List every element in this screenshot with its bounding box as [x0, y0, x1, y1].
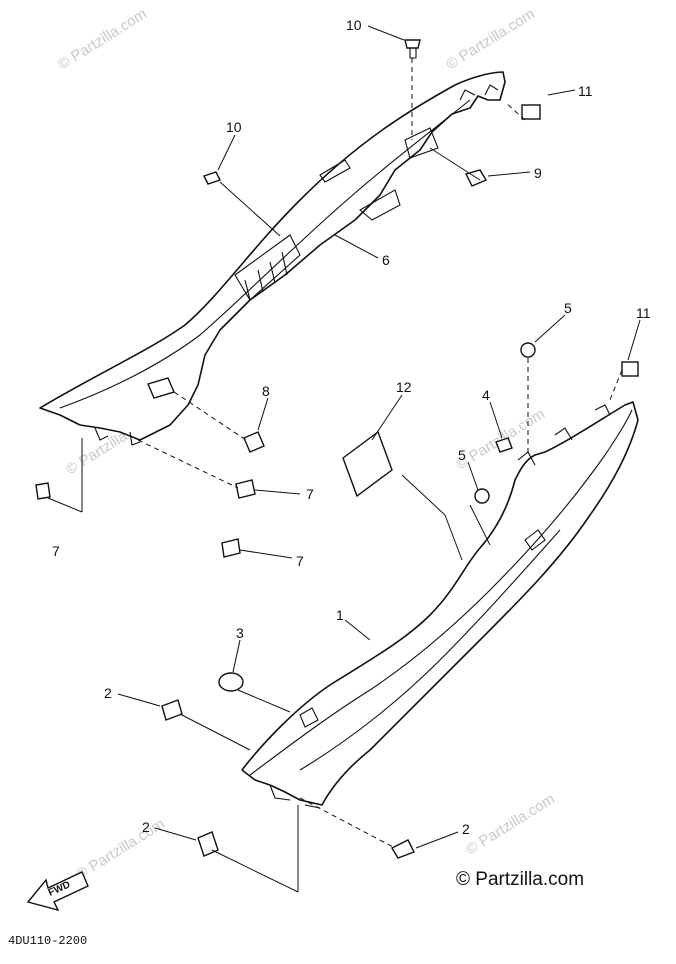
callout-2: 2: [462, 821, 470, 837]
watermark-text: © Partzilla.com: [55, 5, 150, 73]
clip-11-top: [521, 104, 541, 120]
damper-7a: [235, 479, 256, 499]
bolt-5-top: [520, 342, 536, 358]
callout-11: 11: [636, 305, 651, 321]
damper-7c: [221, 538, 241, 558]
fwd-arrow-icon: FWD: [26, 871, 89, 912]
callout-4: 4: [482, 387, 490, 403]
copyright-text: © Partzilla.com: [456, 869, 584, 890]
callout-9: 9: [534, 165, 542, 181]
callout-1: 1: [336, 607, 344, 623]
bolt-5-mid: [474, 488, 490, 504]
callout-10: 10: [226, 119, 242, 135]
part-6-upper-cowl: [39, 71, 506, 446]
callout-6: 6: [382, 252, 390, 268]
callout-7: 7: [296, 553, 304, 569]
part-1-side-cover: [241, 401, 639, 809]
callout-11: 11: [578, 83, 593, 99]
callout-5: 5: [564, 300, 572, 316]
diagram-code: 4DU110-2200: [8, 934, 87, 948]
callout-2: 2: [142, 819, 150, 835]
damper-2a: [161, 699, 183, 721]
damper-7b: [35, 482, 51, 500]
callout-2: 2: [104, 685, 112, 701]
watermark-text: © Partzilla.com: [463, 790, 558, 858]
callout-7: 7: [306, 486, 314, 502]
watermark-text: © Partzilla.com: [443, 5, 538, 73]
callout-12: 12: [396, 379, 412, 395]
callout-labels: 10 11 10 9 6 5 11 8 12 4 5 7 7 7 1 3 2 2…: [52, 17, 651, 837]
callout-3: 3: [236, 625, 244, 641]
grommet-3: [218, 672, 244, 692]
callout-5: 5: [458, 447, 466, 463]
bolt-10-left: [203, 171, 221, 185]
washer-4: [495, 437, 513, 453]
bolt-10-top: [404, 39, 421, 49]
damper-2b: [197, 831, 219, 857]
callout-10: 10: [346, 17, 362, 33]
callout-7: 7: [52, 543, 60, 559]
part-12-label: [342, 430, 393, 498]
clip-11-right: [621, 361, 639, 377]
grommet-8: [243, 431, 265, 453]
damper-2c: [391, 839, 415, 859]
watermark-text: © Partzilla.com: [73, 815, 168, 883]
leader-lines: [47, 25, 641, 893]
callout-8: 8: [262, 383, 270, 399]
